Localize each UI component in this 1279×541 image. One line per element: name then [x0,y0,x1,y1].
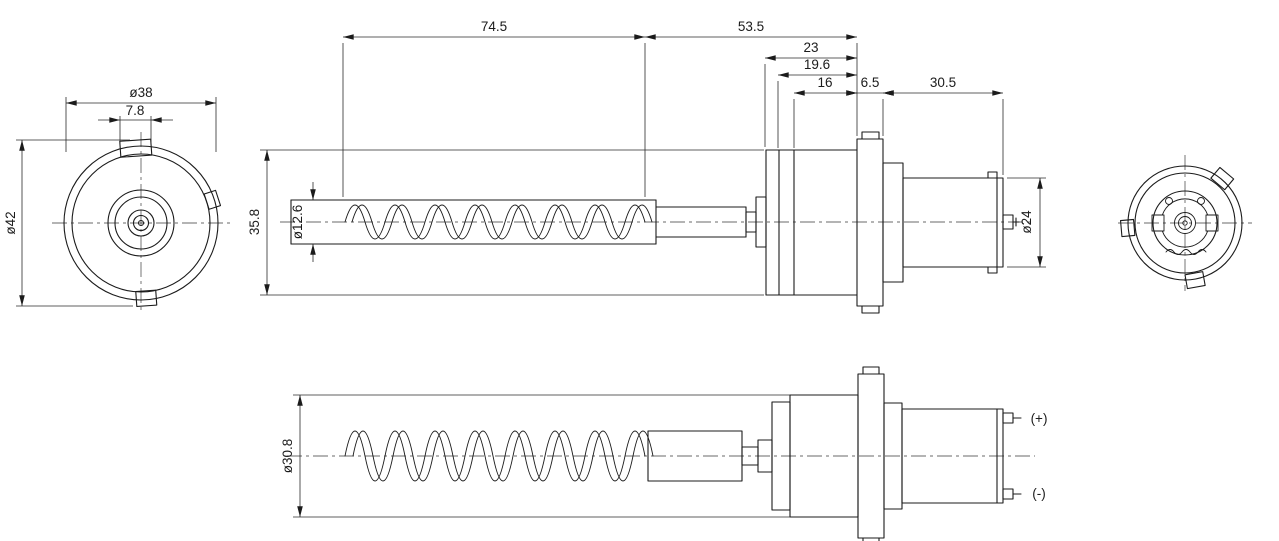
label-terminal-negative: (-) [1032,486,1046,501]
screw-head [1197,197,1205,205]
dim-head-length: 53.5 [738,19,764,34]
mount-tab-top-right [1210,166,1235,191]
motor-body-bottom [901,408,1004,504]
rear-view-body [1119,165,1243,290]
dim-overall-diameter: ø42 [3,211,18,234]
mount-tab-bottom [135,289,158,308]
dim-tube-diameter: ø12.6 [290,205,305,240]
label-terminal-positive: (+) [1031,411,1048,426]
brush-terminal-left [1151,214,1165,232]
side-view-dimensions [260,34,1046,296]
mount-tab-right [203,189,222,210]
mounting-plate [856,138,884,307]
rear-view [1118,155,1252,291]
bottom-view-dimensions [293,394,790,518]
dim-16: 16 [817,75,832,90]
dim-tab-width: 7.8 [126,103,145,118]
screw-head [1165,197,1173,205]
dim-flange-diameter: ø38 [129,85,152,100]
motor-body [902,171,1020,274]
mount-tab-bottom [1184,271,1206,290]
worm-screw [344,204,653,240]
front-view: ø38 7.8 ø42 [3,85,230,314]
brush-terminal-right [1205,214,1219,232]
dim-body-height: 35.8 [247,209,262,235]
dim-body-diameter: ø30.8 [280,439,295,474]
front-view-dimensions [16,97,217,307]
dim-screw-length: 74.5 [481,19,507,34]
worm-screw-bottom [344,430,654,482]
dim-motor-diameter: ø24 [1019,210,1034,234]
front-view-body [63,138,222,308]
dim-23: 23 [803,40,818,55]
gearbox-collar [882,162,904,283]
dim-19-6: 19.6 [804,57,830,72]
terminal-negative [1002,488,1014,500]
side-view-top: 74.5 53.5 23 19.6 16 6.5 30.5 35.8 ø12.6… [247,19,1046,314]
pump-body [765,131,904,314]
dim-plate-thickness: 6.5 [861,75,880,90]
motor-rear-details [1151,197,1219,255]
side-view-bottom: ø30.8 (+) (-) [280,366,1048,541]
bottom-assembly [647,366,1022,541]
label-marking [1165,249,1207,255]
terminal-positive [1002,412,1014,424]
dim-motor-length: 30.5 [930,75,956,90]
mount-tab-top [119,138,153,158]
mount-tab-left [1119,218,1136,238]
